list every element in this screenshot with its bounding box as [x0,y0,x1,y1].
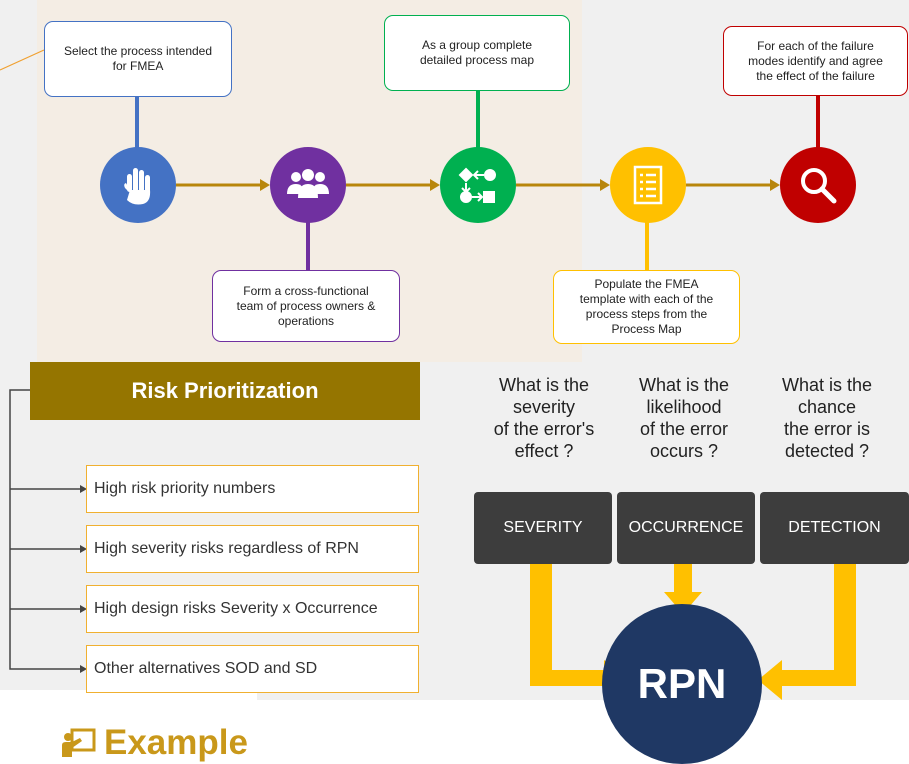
risk-prioritization-header: Risk Prioritization [30,362,420,420]
step-2-stem [306,205,310,271]
list-document-icon [633,165,663,205]
presentation-icon [62,728,96,757]
step-5-circle [780,147,856,223]
step-3-stem [476,91,480,167]
step-2-box: Form a cross-functional team of process … [212,270,400,342]
step-1-circle [100,147,176,223]
step-3-circle [440,147,516,223]
risk-item-2: High severity risks regardless of RPN [86,525,419,573]
step-5-box: For each of the failure modes identify a… [723,26,908,96]
step-5-stem [816,96,820,167]
bottom-left-strip [0,690,257,762]
example-label: Example [104,723,248,762]
rpn-circle: RPN [602,604,762,764]
step-4-circle [610,147,686,223]
step-4-box: Populate the FMEA template with each of … [553,270,740,344]
risk-item-1: High risk priority numbers [86,465,419,513]
detection-box: DETECTION [760,492,909,564]
bottom-strip [257,700,909,762]
detection-question: What is the chance the error is detected… [781,375,873,461]
occurrence-box: OCCURRENCE [617,492,755,564]
occurrence-question: What is the likelihood of the error occu… [638,375,730,461]
hand-icon [124,168,151,205]
risk-item-3: High design risks Severity x Occurrence [86,585,419,633]
step-3-box: As a group complete detailed process map [384,15,570,91]
process-map-icon [458,167,496,203]
step-1-box: Select the process intended for FMEA [44,21,232,97]
step-2-circle [270,147,346,223]
example-heading: Example [60,723,248,763]
magnifier-icon [801,168,837,204]
severity-box: SEVERITY [474,492,612,564]
step-4-stem [645,205,649,271]
team-icon [287,169,329,198]
severity-question: What is the severity of the error's effe… [493,375,595,461]
risk-item-4: Other alternatives SOD and SD [86,645,419,693]
step-1-stem [135,97,139,167]
